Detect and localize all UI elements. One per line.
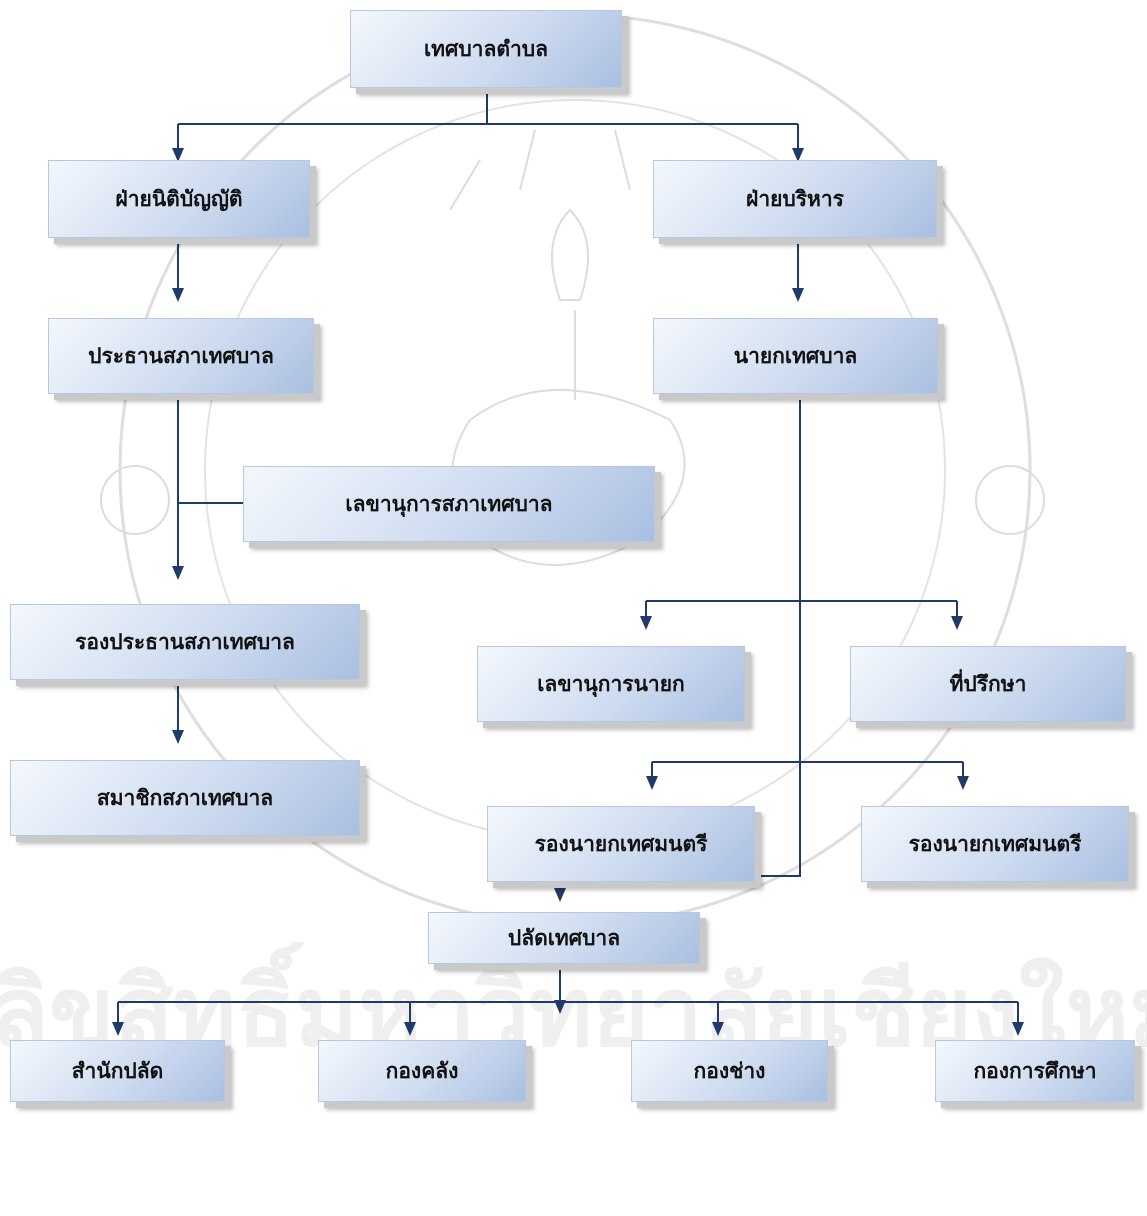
node-council-secretary: เลขานุการสภาเทศบาล — [243, 466, 655, 542]
node-deputy-mayor-2: รองนายกเทศมนตรี — [861, 806, 1129, 882]
node-label: เลขานุการสภาเทศบาล — [345, 490, 553, 516]
node-label: รองนายกเทศมนตรี — [534, 830, 708, 856]
node-label: สำนักปลัด — [71, 1057, 164, 1083]
node-legislative: ฝ่ายนิติบัญญัติ — [48, 160, 310, 238]
node-label: นายกเทศบาล — [733, 342, 858, 368]
node-label: ปลัดเทศบาล — [507, 924, 621, 950]
node-label: ประธานสภาเทศบาล — [88, 342, 274, 368]
node-label: รองประธานสภาเทศบาล — [75, 628, 295, 654]
node-label: สมาชิกสภาเทศบาล — [96, 784, 274, 810]
node-label: เทศบาลตำบล — [424, 35, 548, 61]
node-education: กองการศึกษา — [935, 1040, 1135, 1102]
node-finance: กองคลัง — [318, 1040, 526, 1102]
node-label: เลขานุการนายก — [537, 670, 685, 696]
node-municipality: เทศบาลตำบล — [350, 10, 622, 88]
node-council-chair: ประธานสภาเทศบาล — [48, 318, 314, 394]
node-clerk: ปลัดเทศบาล — [428, 912, 700, 964]
node-label: ฝ่ายนิติบัญญัติ — [115, 185, 243, 211]
node-advisor: ที่ปรึกษา — [850, 646, 1126, 722]
node-council-vice-chair: รองประธานสภาเทศบาล — [10, 604, 360, 680]
node-council-members: สมาชิกสภาเทศบาล — [10, 760, 360, 836]
node-label: ที่ปรึกษา — [949, 670, 1027, 696]
node-office-clerk: สำนักปลัด — [10, 1040, 225, 1102]
node-label: รองนายกเทศมนตรี — [908, 830, 1082, 856]
node-engineering: กองช่าง — [631, 1040, 828, 1102]
node-label: กองช่าง — [693, 1057, 766, 1083]
node-mayor: นายกเทศบาล — [653, 318, 938, 394]
node-deputy-mayor-1: รองนายกเทศมนตรี — [487, 806, 755, 882]
node-executive: ฝ่ายบริหาร — [653, 160, 937, 238]
node-mayor-secretary: เลขานุการนายก — [477, 646, 745, 722]
node-label: กองคลัง — [385, 1057, 459, 1083]
node-label: ฝ่ายบริหาร — [746, 185, 844, 211]
node-label: กองการศึกษา — [973, 1057, 1097, 1083]
